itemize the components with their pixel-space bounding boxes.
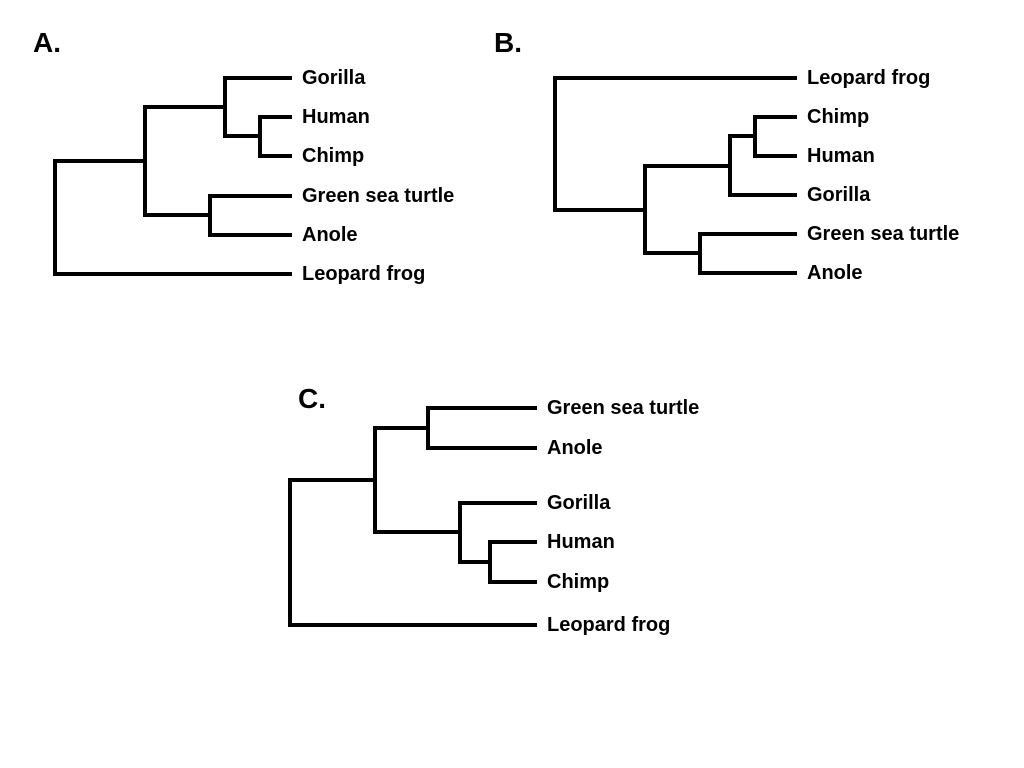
tree-c-leaf-human: Human bbox=[547, 531, 615, 553]
tree-c-leaf-gorilla: Gorilla bbox=[547, 492, 611, 514]
tree-b-branches bbox=[553, 76, 797, 275]
tree-a-leaf-leopard-frog: Leopard frog bbox=[302, 263, 425, 285]
tree-b-leaf-leopard-frog: Leopard frog bbox=[807, 67, 930, 89]
tree-b-leaf-chimp: Chimp bbox=[807, 106, 869, 128]
tree-b-leaf-gorilla: Gorilla bbox=[807, 184, 871, 206]
tree-a-leaf-gorilla: Gorilla bbox=[302, 67, 366, 89]
tree-c-leaf-green-sea-turtle: Green sea turtle bbox=[547, 397, 699, 419]
tree-c-leaf-chimp: Chimp bbox=[547, 571, 609, 593]
tree-a-branches bbox=[53, 76, 292, 276]
tree-c: C. Green sea turtle Anole Gorilla Human … bbox=[288, 383, 699, 636]
tree-a: A. Gorilla Human Chimp Green sea turtle … bbox=[33, 27, 454, 285]
tree-a-leaf-green-sea-turtle: Green sea turtle bbox=[302, 185, 454, 207]
tree-c-leaf-leopard-frog: Leopard frog bbox=[547, 614, 670, 636]
tree-b-label: B. bbox=[494, 27, 522, 58]
tree-a-label: A. bbox=[33, 27, 61, 58]
tree-c-branches bbox=[288, 406, 537, 627]
tree-a-leaf-chimp: Chimp bbox=[302, 145, 364, 167]
tree-b-leaf-anole: Anole bbox=[807, 262, 863, 284]
tree-b-leaf-green-sea-turtle: Green sea turtle bbox=[807, 223, 959, 245]
tree-b: B. Leopard frog Chimp Human Gorilla Gree… bbox=[494, 27, 959, 284]
tree-c-leaf-anole: Anole bbox=[547, 437, 603, 459]
tree-a-leaf-human: Human bbox=[302, 106, 370, 128]
tree-c-label: C. bbox=[298, 383, 326, 414]
tree-b-leaf-human: Human bbox=[807, 145, 875, 167]
tree-a-leaf-anole: Anole bbox=[302, 224, 358, 246]
